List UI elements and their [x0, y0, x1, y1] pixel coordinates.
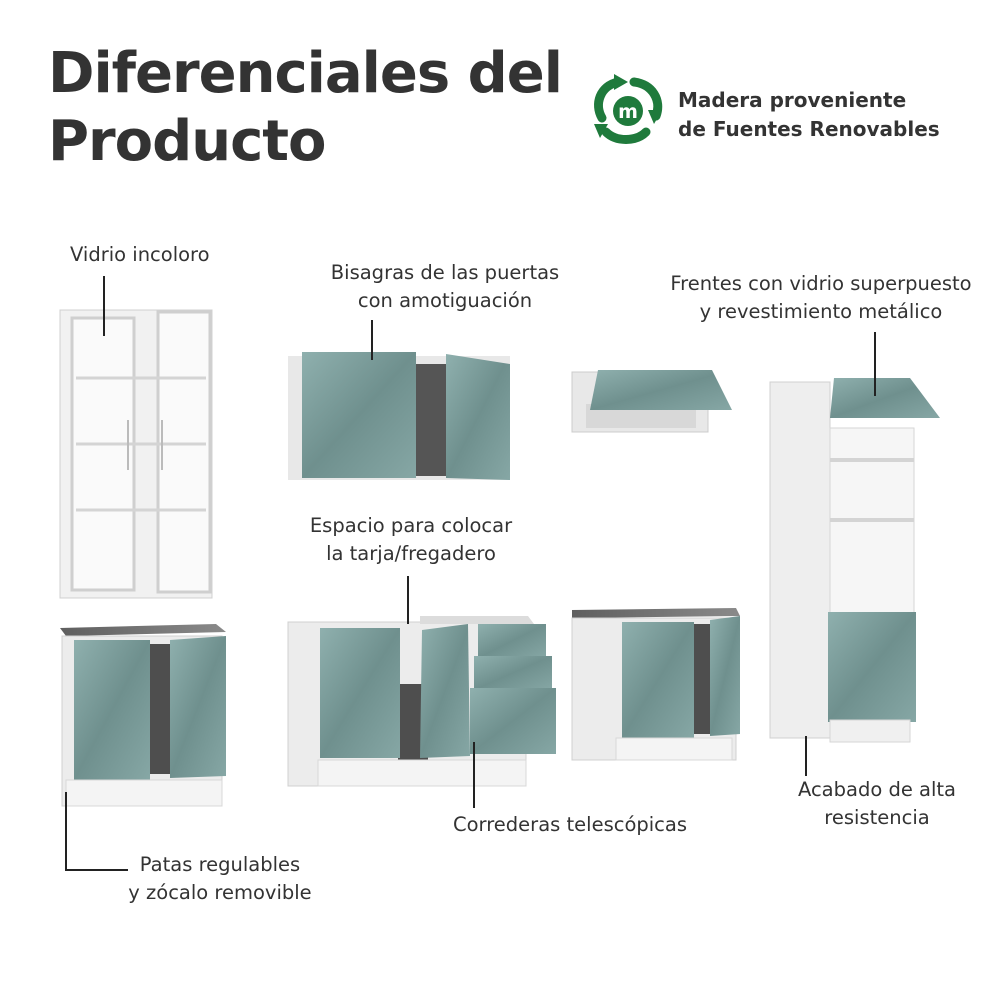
callout-legs: Patas regulables y zócalo removible	[128, 853, 312, 904]
glass-cabinet	[59, 309, 213, 599]
base-cabinet-left	[60, 624, 226, 807]
callout-hinges: Bisagras de las puertas con amotiguación	[330, 261, 560, 312]
eco-icon-letter: m	[618, 101, 638, 123]
tall-cabinet	[769, 378, 940, 743]
lift-up-cabinet	[571, 370, 732, 433]
callout-slides: Correderas telescópicas	[453, 813, 687, 836]
title-line-2: Producto	[48, 109, 327, 174]
eco-line-2: de Fuentes Renovables	[678, 117, 940, 141]
callout-sink: Espacio para colocar la tarja/fregadero	[309, 514, 513, 565]
eco-line-1: Madera proveniente	[678, 88, 907, 112]
eco-badge-text: Madera proveniente de Fuentes Renovables	[678, 86, 940, 144]
recycle-m-icon: m	[594, 74, 663, 144]
sink-base-cabinet	[287, 616, 556, 787]
page-title: Diferenciales del Producto	[48, 40, 563, 176]
upper-cabinet-hinges	[288, 352, 510, 480]
callout-glass: Vidrio incoloro	[70, 243, 210, 266]
base-cabinet-right	[571, 608, 740, 761]
callout-fronts: Frentes con vidrio superpuesto y revesti…	[670, 272, 972, 323]
title-line-1: Diferenciales del	[48, 41, 563, 106]
callout-finish: Acabado de alta resistencia	[797, 778, 957, 829]
